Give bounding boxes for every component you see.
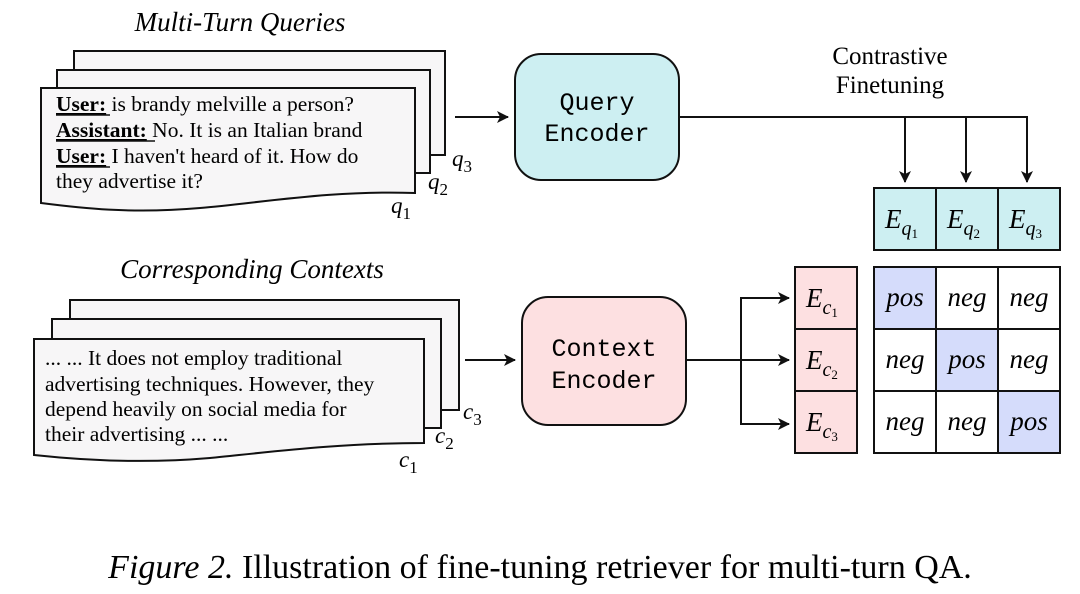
matrix-cell-label: neg [1010,282,1049,312]
matrix-cell-label: neg [948,406,987,436]
matrix-cell-label: pos [884,282,924,312]
query-line-3: User: I haven't heard of it. How do [56,144,358,168]
context-line-2: advertising techniques. However, they [45,372,375,396]
context-branch-connectors [686,292,790,430]
contrastive-label-line2: Finetuning [836,72,945,99]
context-line-3: depend heavily on social media for [45,397,347,421]
queries-title: Multi-Turn Queries [134,7,346,37]
matrix-cell-neg: neg [935,266,999,330]
query-embeddings: Eq1 Eq2 Eq3 [873,187,1061,251]
query-doc-1 [40,87,416,212]
query-encoder-line1: Query [559,89,634,118]
query-line-4: they advertise it? [56,169,203,193]
query-line-1: User: is brandy melville a person? [56,92,354,116]
query-doc-stack [40,50,446,212]
context-embedding-cell: Ec3 [794,390,858,454]
context-doc-stack [33,299,460,463]
matrix-cell-label: neg [886,406,925,436]
contexts-title: Corresponding Contexts [120,254,384,284]
matrix-cell-pos: pos [873,266,937,330]
query-embedding-cell: Eq3 [997,187,1061,251]
context-line-4: their advertising ... ... [45,422,228,446]
context-encoder-line1: Context [551,335,656,364]
context-embedding-cell: Ec1 [794,266,858,330]
context-embedding-cell: Ec2 [794,328,858,392]
context-embedding-label: Ec3 [805,407,838,444]
matrix-cell-label: neg [948,282,987,312]
query-line-2: Assistant: No. It is an Italian brand [56,118,363,142]
context-embedding-label: Ec1 [805,283,838,320]
context-line-1: ... ... It does not employ traditional [45,346,342,370]
query-embedding-label: Eq2 [946,204,980,241]
context-passage: ... ... It does not employ traditional a… [45,346,375,446]
query-embedding-cell: Eq1 [873,187,937,251]
matrix-cell-label: pos [1008,406,1048,436]
query-embedding-label: Eq1 [884,204,918,241]
matrix-cell-pos: pos [997,390,1061,454]
query-embedding-cell: Eq2 [935,187,999,251]
query-label-2: q2 [428,169,448,199]
context-label-1: c1 [399,447,418,477]
context-label-3: c3 [463,399,482,429]
context-label-2: c2 [435,423,454,453]
matrix-cell-neg: neg [997,328,1061,392]
query-embedding-label: Eq3 [1008,204,1042,241]
caption-label: Figure 2. [107,549,233,586]
contrastive-label-line1: Contrastive [832,43,947,70]
caption-text: Illustration of fine-tuning retriever fo… [233,549,971,586]
matrix-cell-label: neg [886,344,925,374]
speaker-underlines [56,114,155,168]
context-embedding-label: Ec2 [805,345,838,382]
context-encoder: Context Encoder [521,296,687,426]
query-label-1: q1 [391,193,411,223]
matrix-cell-neg: neg [873,390,937,454]
query-label-3: q3 [452,146,472,176]
matrix-cell-neg: neg [935,390,999,454]
matrix-cell-label: pos [946,344,986,374]
query-dialogue: User: is brandy melville a person? Assis… [56,92,363,193]
query-encoder: Query Encoder [514,53,680,181]
matrix-cell-neg: neg [873,328,937,392]
context-doc-1 [33,338,425,463]
query-branch-connectors [679,116,1033,183]
figure-caption: Figure 2. Illustration of fine-tuning re… [107,549,972,586]
matrix-cell-neg: neg [997,266,1061,330]
matrix-cell-pos: pos [935,328,999,392]
query-encoder-line2: Encoder [544,120,649,149]
context-encoder-line2: Encoder [551,367,656,396]
matrix-cell-label: neg [1010,344,1049,374]
